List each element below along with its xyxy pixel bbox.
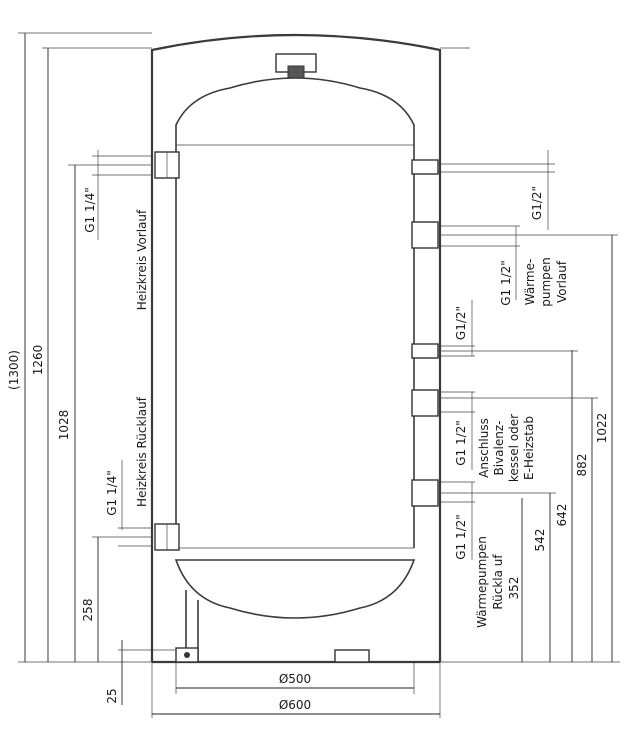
mid-right-thread: G1/2" (454, 306, 468, 340)
top-nozzle (275, 53, 317, 79)
dim-foot-height: 25 (105, 688, 119, 703)
dim-wp-vorlauf-height: 1022 (595, 413, 609, 444)
anschluss-label-1: Anschluss (477, 418, 491, 478)
dim-wp-ruecklauf-height: 352 (507, 577, 521, 600)
anschluss-label-2: Bivalenz- (492, 421, 506, 476)
dim-height-tank: 1260 (31, 345, 45, 376)
diameter-lines (151, 662, 441, 718)
wp-ruecklauf-label-1: Wärmepumpen (475, 536, 489, 628)
heizkreis-ruecklauf-thread: G1 1/4" (105, 470, 119, 516)
right-nozzles (411, 159, 439, 507)
dim-heizkreis-ruecklauf-height: 258 (81, 599, 95, 622)
dim-g12-mid-height: 642 (555, 504, 569, 527)
top-right-thread: G1/2" (530, 186, 544, 220)
dim-outer-diameter: Ø600 (279, 698, 311, 712)
wp-vorlauf-label-3: Vorlauf (555, 260, 569, 303)
wp-ruecklauf-label-2: Rückla uf (491, 554, 505, 610)
right-dimension-lines (438, 47, 620, 663)
wp-vorlauf-thread: G1 1/2" (499, 260, 513, 306)
anschluss-label-3: kessel oder (507, 414, 521, 482)
heizkreis-ruecklauf-label: Heizkreis Rücklauf (135, 396, 149, 507)
anschluss-thread: G1 1/2" (454, 420, 468, 466)
wp-vorlauf-label-1: Wärme- (523, 259, 537, 306)
dim-bivalent-height: 882 (575, 454, 589, 477)
dim-height-total: (1300) (7, 350, 21, 390)
left-nozzle-upper (154, 151, 180, 179)
dim-anschluss-height: 542 (533, 529, 547, 552)
dim-heizkreis-vorlauf-height: 1028 (57, 410, 71, 441)
left-dimension-lines (18, 32, 175, 705)
heizkreis-vorlauf-label: Heizkreis Vorlauf (135, 209, 149, 310)
wp-ruecklauf-thread: G1 1/2" (454, 514, 468, 560)
heizkreis-vorlauf-thread: G1 1/4" (83, 187, 97, 233)
dim-inner-diameter: Ø500 (279, 672, 311, 686)
wp-vorlauf-label-2: pumpen (539, 257, 553, 307)
anschluss-label-4: E-Heizstab (522, 416, 536, 480)
left-nozzle-lower (154, 523, 180, 551)
tank-shell (150, 33, 442, 664)
